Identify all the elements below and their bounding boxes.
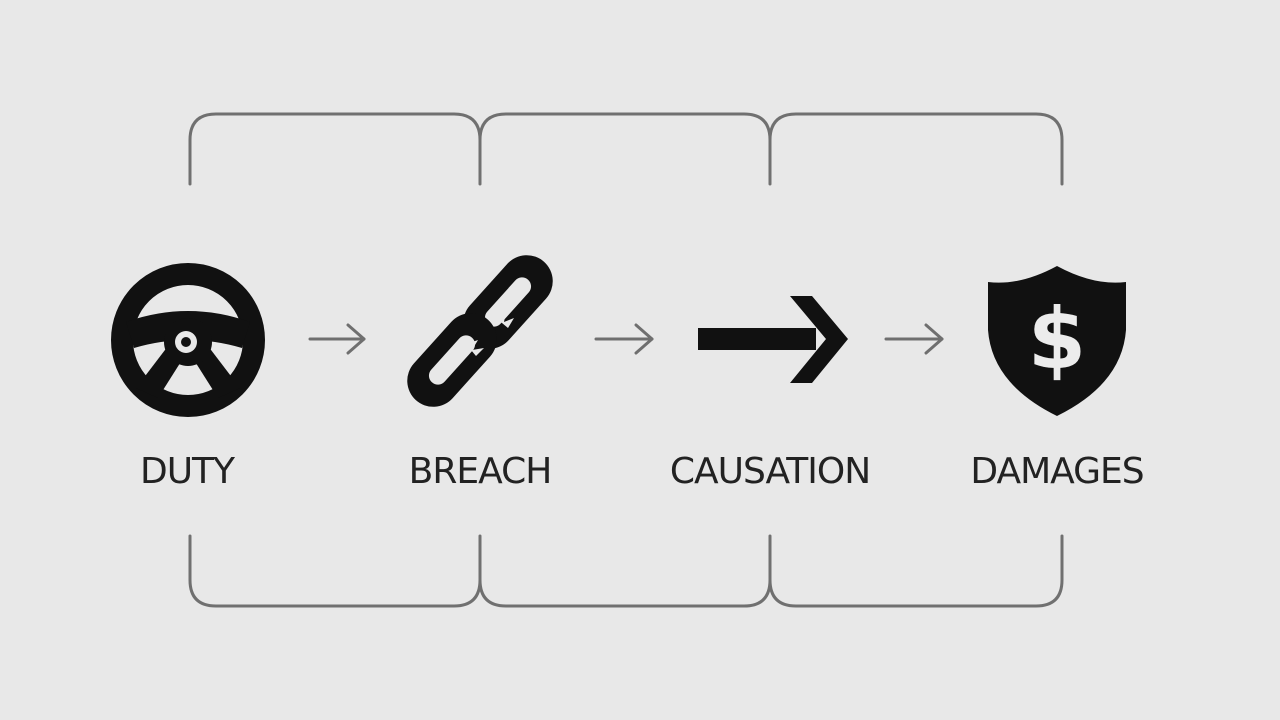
step-label-damages: DAMAGES xyxy=(970,451,1143,492)
bottom-bracket-2 xyxy=(478,534,772,608)
steering-wheel-icon xyxy=(111,263,265,417)
broken-chain-icon xyxy=(407,255,553,407)
svg-text:$: $ xyxy=(1028,290,1086,388)
connector-arrow-1 xyxy=(308,323,366,355)
step-label-duty: DUTY xyxy=(140,451,236,492)
bottom-brackets xyxy=(188,534,1064,608)
connector-arrow-3 xyxy=(884,323,944,355)
bottom-bracket-3 xyxy=(768,534,1064,608)
step-label-causation: CAUSATION xyxy=(670,451,870,492)
top-bracket-1 xyxy=(188,112,482,186)
step-label-breach: BREACH xyxy=(409,451,552,492)
top-brackets xyxy=(188,112,1064,186)
shield-dollar-icon: $ xyxy=(988,266,1126,416)
connector-arrow-2 xyxy=(594,323,654,355)
bottom-bracket-1 xyxy=(188,534,482,608)
top-bracket-3 xyxy=(768,112,1064,186)
top-bracket-2 xyxy=(478,112,772,186)
arrow-right-icon xyxy=(698,296,848,383)
